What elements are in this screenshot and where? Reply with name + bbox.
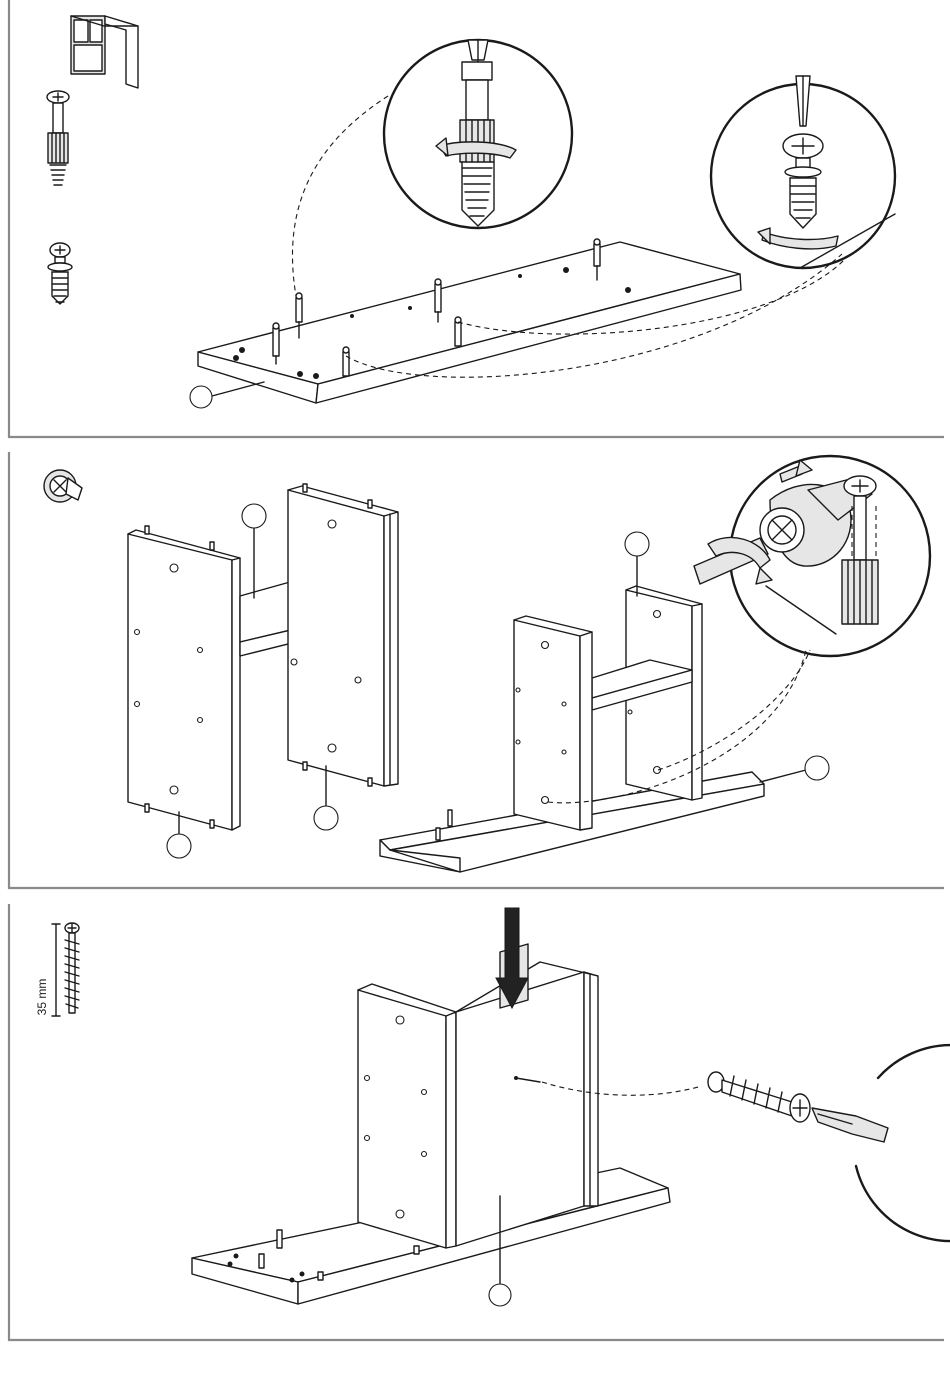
part-callout-unit xyxy=(625,532,649,556)
cam-bolt-short-icon xyxy=(48,243,72,304)
part-callout-shelf xyxy=(242,504,266,528)
connector-1 xyxy=(292,96,388,296)
bolt-3 xyxy=(343,347,349,376)
detail-short-bolt xyxy=(711,76,895,268)
callout-leader xyxy=(212,382,264,396)
step-3-panel xyxy=(9,904,950,1340)
right-side-panel xyxy=(288,484,398,786)
detail-cam-lock xyxy=(694,456,930,656)
callout-leader-board xyxy=(760,770,806,782)
side-panel-step3 xyxy=(358,984,456,1248)
cam-bolt-long-icon xyxy=(47,91,69,185)
furniture-unit-icon xyxy=(71,16,138,88)
bottom-board xyxy=(198,242,741,403)
cam-lock-icon xyxy=(44,470,82,502)
step-1-panel xyxy=(9,0,944,437)
bolt-5 xyxy=(455,317,461,346)
detail-screw xyxy=(708,1045,950,1241)
part-callout-left xyxy=(167,834,191,858)
part-callout-board xyxy=(805,756,829,780)
part-callout-back xyxy=(489,1284,511,1306)
assembled-unit xyxy=(380,586,764,872)
back-panel-step3 xyxy=(456,944,598,1246)
left-side-panel xyxy=(128,526,240,830)
step-2-panel xyxy=(9,452,944,888)
part-callout-right xyxy=(314,806,338,830)
screw-length-label: 35 mm xyxy=(35,977,49,1017)
detail-bolt-insertion xyxy=(384,40,572,228)
part-callout-circle xyxy=(190,386,212,408)
screw-35mm-icon xyxy=(52,923,79,1016)
